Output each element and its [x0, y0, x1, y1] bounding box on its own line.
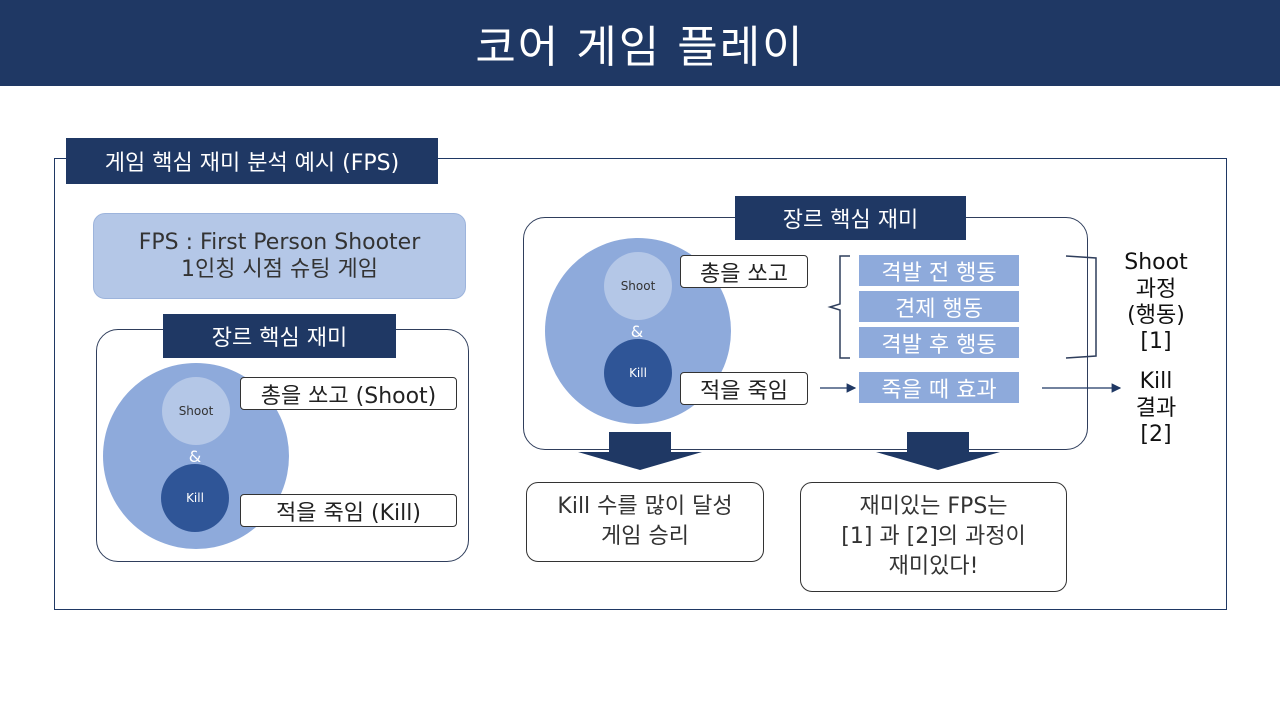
step-pre-fire: 격발 전 행동 [859, 255, 1019, 286]
left-shoot-label: 총을 쏘고 (Shoot) [240, 377, 457, 410]
outcome-line: 재미있는 FPS는 [859, 494, 1008, 520]
right-kill-label: 적을 죽임 [680, 372, 808, 405]
shoot-side-note: Shoot 과정 (행동) [1] [1112, 247, 1200, 359]
down-arrow-right-icon [876, 432, 1000, 470]
right-ampersand-text: & [630, 321, 644, 341]
left-kill-circle: Kill [161, 464, 229, 532]
kill-effect-text: 죽을 때 효과 [881, 377, 997, 403]
side-note-line: (행동) [1127, 303, 1185, 328]
down-arrow-left-icon [578, 432, 702, 470]
step-pre-fire-text: 격발 전 행동 [881, 260, 997, 286]
outcome-fun-box: 재미있는 FPS는 [1] 과 [2]의 과정이 재미있다! [800, 482, 1067, 592]
outcome-line: [1] 과 [2]의 과정이 [841, 524, 1026, 550]
step-suppression: 견제 행동 [859, 291, 1019, 322]
side-note-line: Kill [1139, 369, 1173, 395]
left-ampersand: & [180, 445, 210, 467]
fps-definition-line: 1인칭 시점 슈팅 게임 [181, 257, 378, 282]
right-shoot-circle: Shoot [604, 252, 672, 320]
page-title-text: 코어 게임 플레이 [475, 22, 805, 73]
left-kill-label: 적을 죽임 (Kill) [240, 494, 457, 527]
section-title: 게임 핵심 재미 분석 예시 (FPS) [66, 138, 438, 184]
right-shoot-label: 총을 쏘고 [680, 255, 808, 288]
fps-definition-box: FPS : First Person Shooter 1인칭 시점 슈팅 게임 [93, 213, 466, 299]
left-shoot-circle: Shoot [162, 377, 230, 445]
side-note-line: 과정 [1135, 276, 1177, 302]
steps-left-brace [827, 255, 850, 359]
outcome-win-box: Kill 수를 많이 달성 게임 승리 [526, 482, 764, 562]
left-kill-circle-text: Kill [186, 491, 204, 505]
side-note-line: 결과 [1135, 395, 1177, 421]
left-genre-title-text: 장르 핵심 재미 [211, 326, 348, 351]
outcome-line: Kill 수를 많이 달성 [557, 494, 733, 520]
side-note-line: Shoot [1124, 250, 1188, 276]
left-ampersand-text: & [188, 446, 202, 466]
step-suppression-text: 견제 행동 [895, 296, 983, 322]
left-genre-title: 장르 핵심 재미 [163, 314, 396, 358]
outcome-line: 재미있다! [888, 553, 979, 579]
page-title: 코어 게임 플레이 [0, 0, 1280, 86]
left-shoot-label-text: 총을 쏘고 (Shoot) [260, 383, 437, 409]
right-kill-label-text: 적을 죽임 [700, 378, 788, 404]
kill-side-note: Kill 결과 [2] [1112, 368, 1200, 450]
right-kill-circle-text: Kill [629, 366, 647, 380]
side-note-line: [2] [1140, 422, 1172, 448]
right-ampersand: & [622, 320, 652, 342]
right-shoot-circle-text: Shoot [620, 279, 656, 293]
kill-effect-box: 죽을 때 효과 [859, 372, 1019, 403]
side-note-line: [1] [1140, 329, 1172, 355]
right-kill-circle: Kill [604, 339, 672, 407]
steps-right-bracket [1065, 255, 1097, 359]
step-post-fire: 격발 후 행동 [859, 327, 1019, 358]
right-shoot-label-text: 총을 쏘고 [700, 261, 788, 287]
section-title-text: 게임 핵심 재미 분석 예시 (FPS) [104, 151, 400, 176]
left-kill-label-text: 적을 죽임 (Kill) [276, 500, 421, 526]
step-post-fire-text: 격발 후 행동 [881, 332, 997, 358]
right-genre-title: 장르 핵심 재미 [735, 196, 966, 240]
right-genre-title-text: 장르 핵심 재미 [782, 208, 919, 233]
outcome-line: 게임 승리 [601, 524, 689, 549]
left-shoot-circle-text: Shoot [178, 404, 214, 418]
analysis-frame [54, 158, 1227, 610]
fps-definition-line: FPS : First Person Shooter [138, 229, 421, 255]
